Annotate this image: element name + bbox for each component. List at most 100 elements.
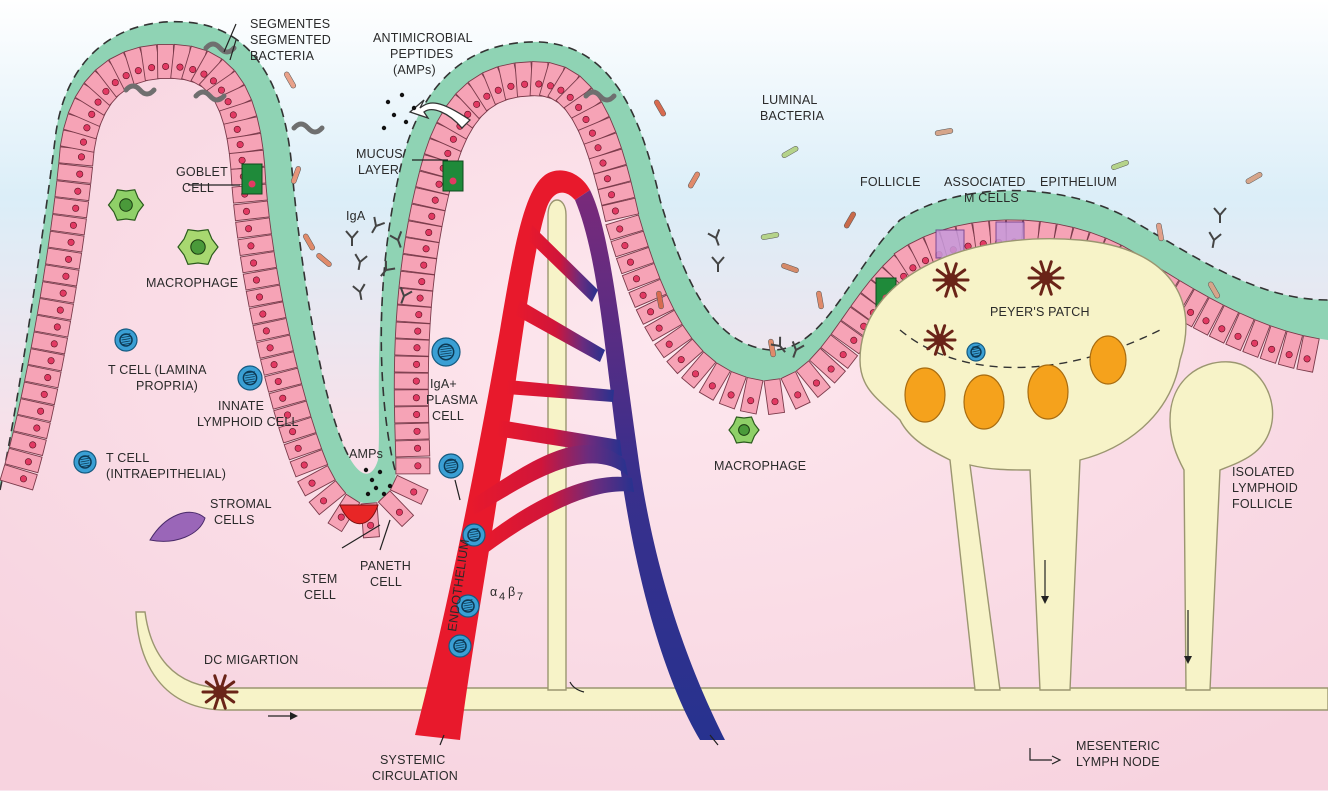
epithelial-nucleus: [78, 153, 85, 160]
epithelial-cell: [234, 201, 270, 221]
epithelial-nucleus: [367, 522, 374, 529]
label-mesenteric-1: MESENTERIC: [1076, 739, 1160, 753]
goblet-nucleus: [249, 181, 256, 188]
macrophage-nucleus: [739, 425, 750, 436]
epithelial-nucleus: [413, 395, 419, 401]
label-stromal-2: CELLS: [214, 513, 255, 527]
label-isolated-1: ISOLATED: [1232, 465, 1295, 479]
goblet-body: [242, 164, 262, 194]
lymphocyte: [238, 366, 262, 390]
label-peyers-patch: PEYER'S PATCH: [990, 305, 1090, 319]
label-associated: ASSOCIATED: [944, 175, 1026, 189]
amp-dot: [364, 468, 368, 472]
epithelial-nucleus: [535, 81, 542, 88]
label-tcell-lp-2: PROPRIA): [136, 379, 198, 393]
label-iga-plasma-2: PLASMA: [426, 393, 478, 407]
label-mucus-2: LAYER: [358, 163, 399, 177]
epithelial-cell: [394, 356, 428, 373]
epithelial-nucleus: [417, 295, 424, 302]
label-tcell-ie-1: T CELL: [106, 451, 149, 465]
label-iga-plasma-3: CELL: [432, 409, 464, 423]
label-epithelium: EPITHELIUM: [1040, 175, 1117, 189]
label-luminal-1: LUMINAL: [762, 93, 818, 107]
germinal-center: [905, 368, 945, 422]
label-stromal-1: STROMAL: [210, 497, 272, 511]
epithelial-cell-body: [395, 423, 429, 440]
label-amp-3: (AMPs): [393, 63, 436, 77]
dendritic-body: [213, 685, 227, 699]
label-beta: β: [508, 585, 515, 599]
epithelial-nucleus: [414, 445, 421, 452]
lymphocyte: [432, 338, 460, 366]
epithelial-cell-body: [394, 356, 428, 373]
epithelial-cell: [395, 440, 429, 457]
label-goblet-2: CELL: [182, 181, 214, 195]
epithelial-cell-body: [396, 305, 431, 323]
lymphocyte-body: [238, 366, 262, 390]
epithelial-nucleus: [413, 378, 419, 384]
label-follicle: FOLLICLE: [860, 175, 921, 189]
germinal-center: [1028, 365, 1068, 419]
label-systemic-2: CIRCULATION: [372, 769, 458, 783]
macrophage-nucleus: [191, 240, 205, 254]
dendritic-body: [1039, 271, 1053, 285]
lymphocyte-body: [967, 343, 985, 361]
label-macrophage-mid: MACROPHAGE: [714, 459, 806, 473]
label-paneth-1: PANETH: [360, 559, 411, 573]
amp-dot: [370, 478, 374, 482]
germinal-center: [964, 375, 1004, 429]
epithelial-nucleus: [415, 463, 421, 469]
epithelial-cell: [395, 322, 430, 340]
amp-dot: [388, 484, 392, 488]
label-beta-sub: 7: [517, 591, 523, 603]
label-macrophage-left: MACROPHAGE: [146, 276, 238, 290]
epithelial-cell-body: [395, 440, 429, 457]
label-tcell-lp-1: T CELL (LAMINA: [108, 363, 207, 377]
epithelial-nucleus: [418, 278, 425, 285]
amp-dot: [366, 492, 370, 496]
label-stem-1: STEM: [302, 572, 338, 586]
epithelial-cell: [55, 181, 91, 201]
epithelial-cell: [395, 423, 429, 440]
lymphocyte: [115, 329, 137, 351]
epithelial-nucleus: [239, 157, 246, 164]
label-amp-2: PEPTIDES: [390, 47, 453, 61]
epithelial-cell-body: [57, 164, 93, 184]
lymphocyte: [449, 635, 471, 657]
epithelial-nucleus: [414, 328, 421, 335]
label-isolated-3: FOLLICLE: [1232, 497, 1293, 511]
germinal-center: [1090, 336, 1126, 384]
epithelial-cell: [395, 339, 430, 356]
epithelial-cell-body: [394, 406, 428, 423]
lymphocyte-body: [432, 338, 460, 366]
label-bacteria: BACTERIA: [250, 49, 315, 63]
epithelial-nucleus: [413, 361, 420, 368]
amp-dot: [404, 120, 408, 124]
label-goblet-1: GOBLET: [176, 165, 228, 179]
epithelial-cell: [396, 458, 430, 474]
label-isolated-2: LYMPHOID: [1232, 481, 1298, 495]
label-innate-1: INNATE: [218, 399, 264, 413]
lymphocyte-body: [439, 454, 463, 478]
epithelial-cell-body: [396, 458, 430, 474]
lymphocyte: [967, 343, 985, 361]
label-stem-2: CELL: [304, 588, 336, 602]
epithelial-nucleus: [521, 81, 528, 88]
macrophage-nucleus: [120, 199, 133, 212]
goblet-cell: [242, 164, 262, 194]
label-innate-2: LYMPHOID CELL: [197, 415, 299, 429]
epithelial-cell: [394, 406, 428, 423]
amp-dot: [386, 100, 390, 104]
epithelial-nucleus: [414, 428, 421, 435]
epithelial-nucleus: [76, 171, 83, 178]
goblet-body: [443, 161, 463, 191]
amp-dot: [378, 470, 382, 474]
dendritic-body: [934, 334, 946, 346]
lymphocyte: [439, 454, 463, 478]
epithelial-cell-body: [234, 201, 270, 221]
amp-dot: [400, 93, 404, 97]
lymphocyte: [74, 451, 96, 473]
label-paneth-2: CELL: [370, 575, 402, 589]
label-mesenteric-2: LYMPH NODE: [1076, 755, 1160, 769]
